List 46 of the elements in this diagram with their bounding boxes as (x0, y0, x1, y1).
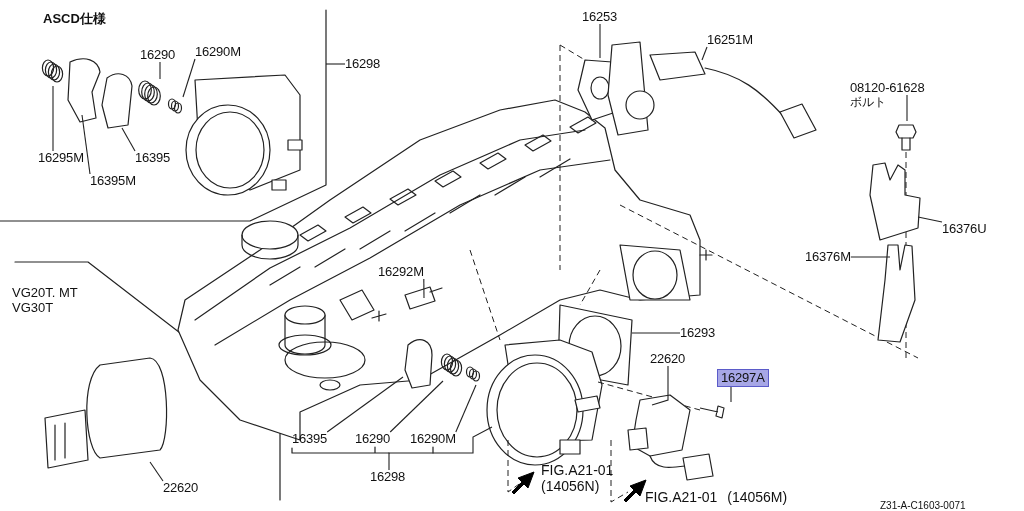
leader-line (326, 376, 404, 433)
callout-number: 16395M (90, 174, 136, 188)
leader-line (81, 114, 91, 175)
callout-number: 16297A (717, 369, 769, 387)
variant-note: VG20T. MT VG30T (12, 285, 79, 315)
leader-line (651, 365, 669, 406)
leader-line (423, 278, 425, 299)
leader-line (52, 85, 54, 152)
leader-line (917, 216, 943, 223)
leader-line (850, 256, 891, 258)
leader-line (599, 23, 601, 59)
leader-line (149, 461, 164, 482)
callout-number: 16298 (370, 470, 406, 484)
leader-line (730, 386, 732, 403)
callout-number: 16298 (345, 57, 381, 71)
callout-number: 22620 (650, 352, 686, 366)
leader-line (159, 61, 161, 80)
callout-number: 16376U (942, 222, 987, 236)
leader-line (701, 46, 708, 61)
leader-line (631, 332, 681, 334)
callout-number: 16290 (140, 48, 176, 62)
leader-line (455, 384, 477, 433)
reference-note: FIG.A21-01 (14056M) (645, 489, 788, 505)
reference-note: FIG.A21-01 (14056N) (541, 462, 615, 494)
drawing-number: Z31-A-C1603-0071 (880, 500, 966, 511)
callout-number: 16290M (195, 45, 241, 59)
callout-number: 16292M (378, 265, 424, 279)
callout-number: 16293 (680, 326, 716, 340)
callout-number: 16251M (707, 33, 753, 47)
leader-line (389, 380, 444, 433)
callout-number: 16290 (355, 432, 391, 446)
callout-number: 16253 (582, 10, 618, 24)
callout-number: 22620 (163, 481, 199, 495)
callout-number: 08120-61628 (850, 81, 925, 95)
callout-number: 16395 (292, 432, 328, 446)
leader-line (388, 426, 493, 471)
leader-line (182, 58, 196, 98)
callout-number: 16395 (135, 151, 171, 165)
leader-line (325, 63, 346, 65)
callout-number: 16290M (410, 432, 456, 446)
leader-line (906, 94, 908, 122)
section-heading: ASCD仕様 (43, 11, 106, 26)
callout-number: 16376M (805, 250, 851, 264)
callout-number: 16295M (38, 151, 84, 165)
leader-line (121, 127, 136, 152)
part-name: ボルト (850, 96, 886, 109)
